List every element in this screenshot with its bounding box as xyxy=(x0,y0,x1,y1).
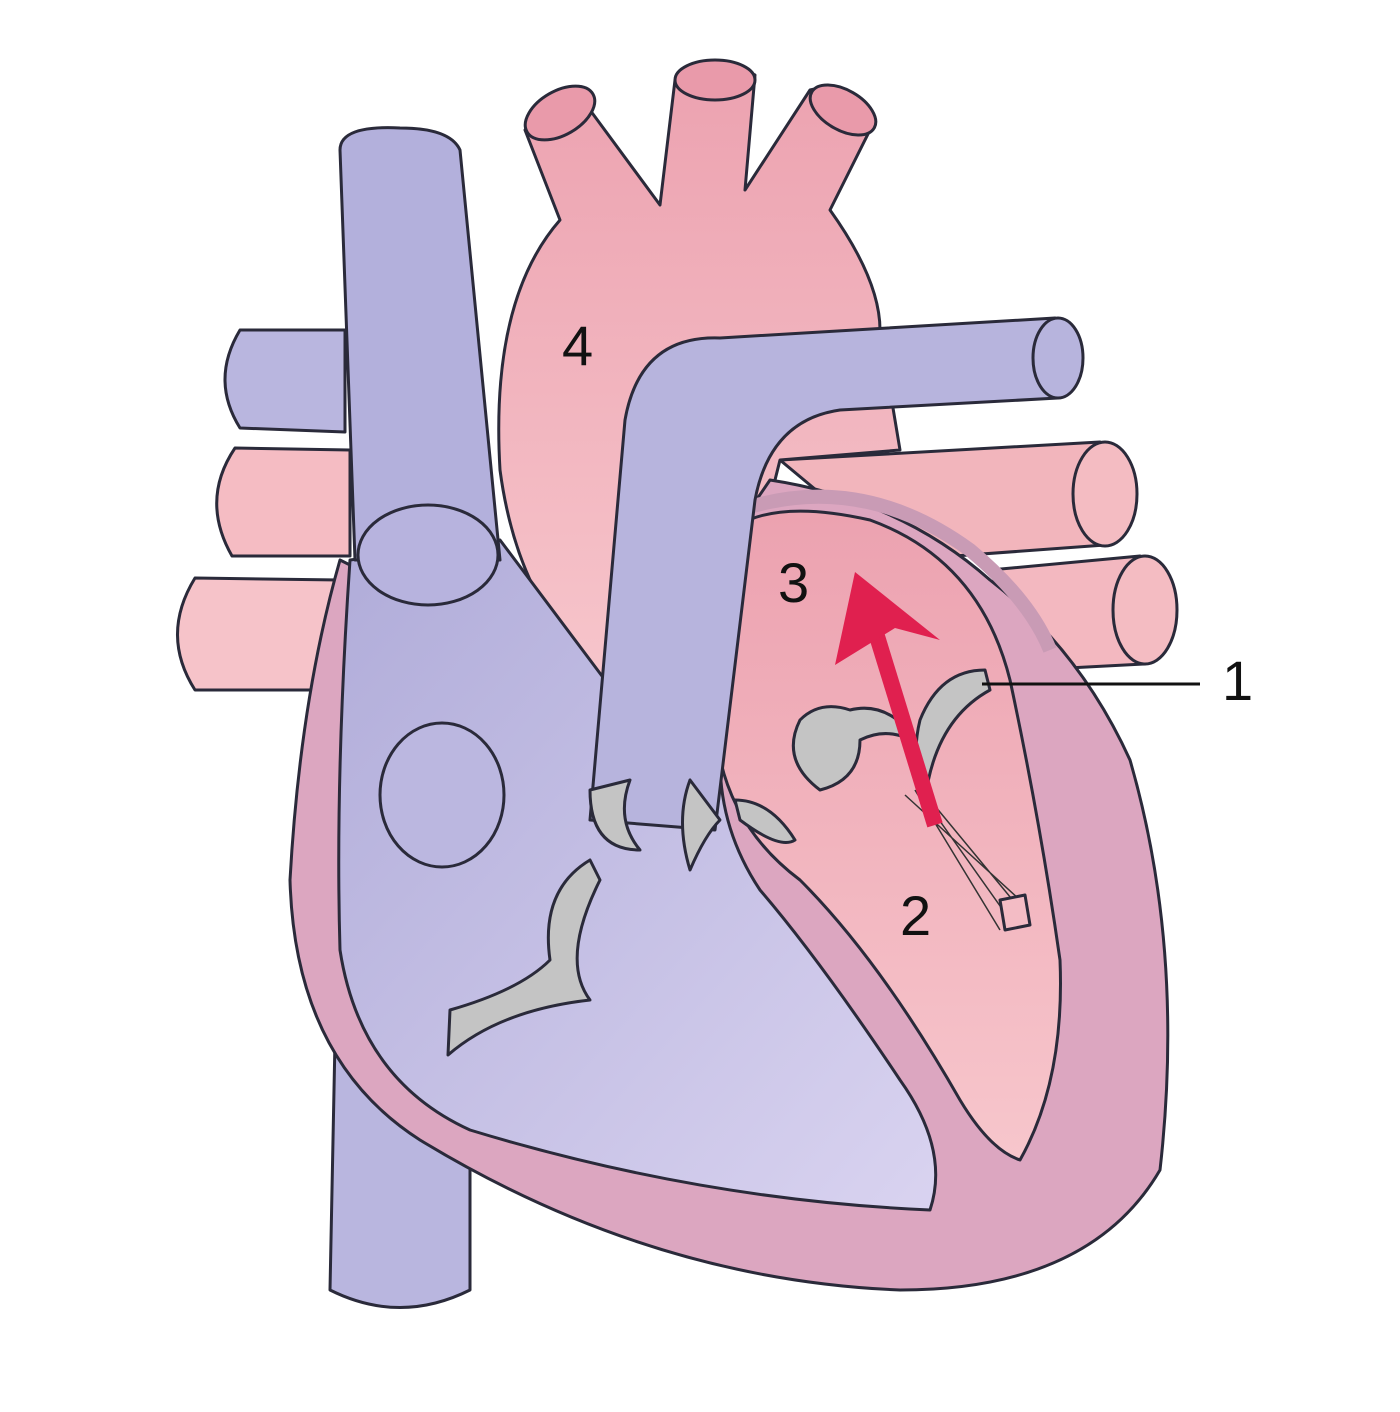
aorta-branch-opening-1 xyxy=(523,84,597,142)
label-2: 2 xyxy=(900,884,931,947)
pulmonary-vein-left-upper xyxy=(215,446,352,558)
pulmonary-artery-opening xyxy=(1031,316,1085,400)
superior-vena-cava xyxy=(338,126,502,562)
label-3: 3 xyxy=(778,551,809,614)
valve-pulmonary-right xyxy=(681,778,722,872)
valve-mitral-anterior xyxy=(791,705,922,792)
pulmonary-artery-branch-left xyxy=(223,328,347,434)
aorta-branch-opening-3 xyxy=(808,83,878,137)
valve-pulmonary-left xyxy=(588,778,642,852)
blood-flow-arrow xyxy=(835,572,943,828)
papillary-muscle xyxy=(998,893,1032,932)
aorta-branch-opening-2 xyxy=(673,58,757,102)
atrial-wall xyxy=(737,489,1057,653)
label-1: 1 xyxy=(1222,649,1253,712)
valve-tricuspid xyxy=(446,858,602,1057)
pulmonary-vein-right-upper-opening xyxy=(1071,440,1139,548)
valve-aortic xyxy=(733,798,797,844)
label-4: 4 xyxy=(562,314,593,377)
pulmonary-vein-left-lower xyxy=(176,576,342,692)
chordae-tendineae xyxy=(904,789,1026,931)
superior-vena-cava-opening xyxy=(356,503,500,607)
right-atrium-ventricle xyxy=(337,538,938,1212)
inferior-vena-cava-opening xyxy=(378,721,506,869)
pulmonary-vein-right-lower-opening xyxy=(1111,554,1179,666)
